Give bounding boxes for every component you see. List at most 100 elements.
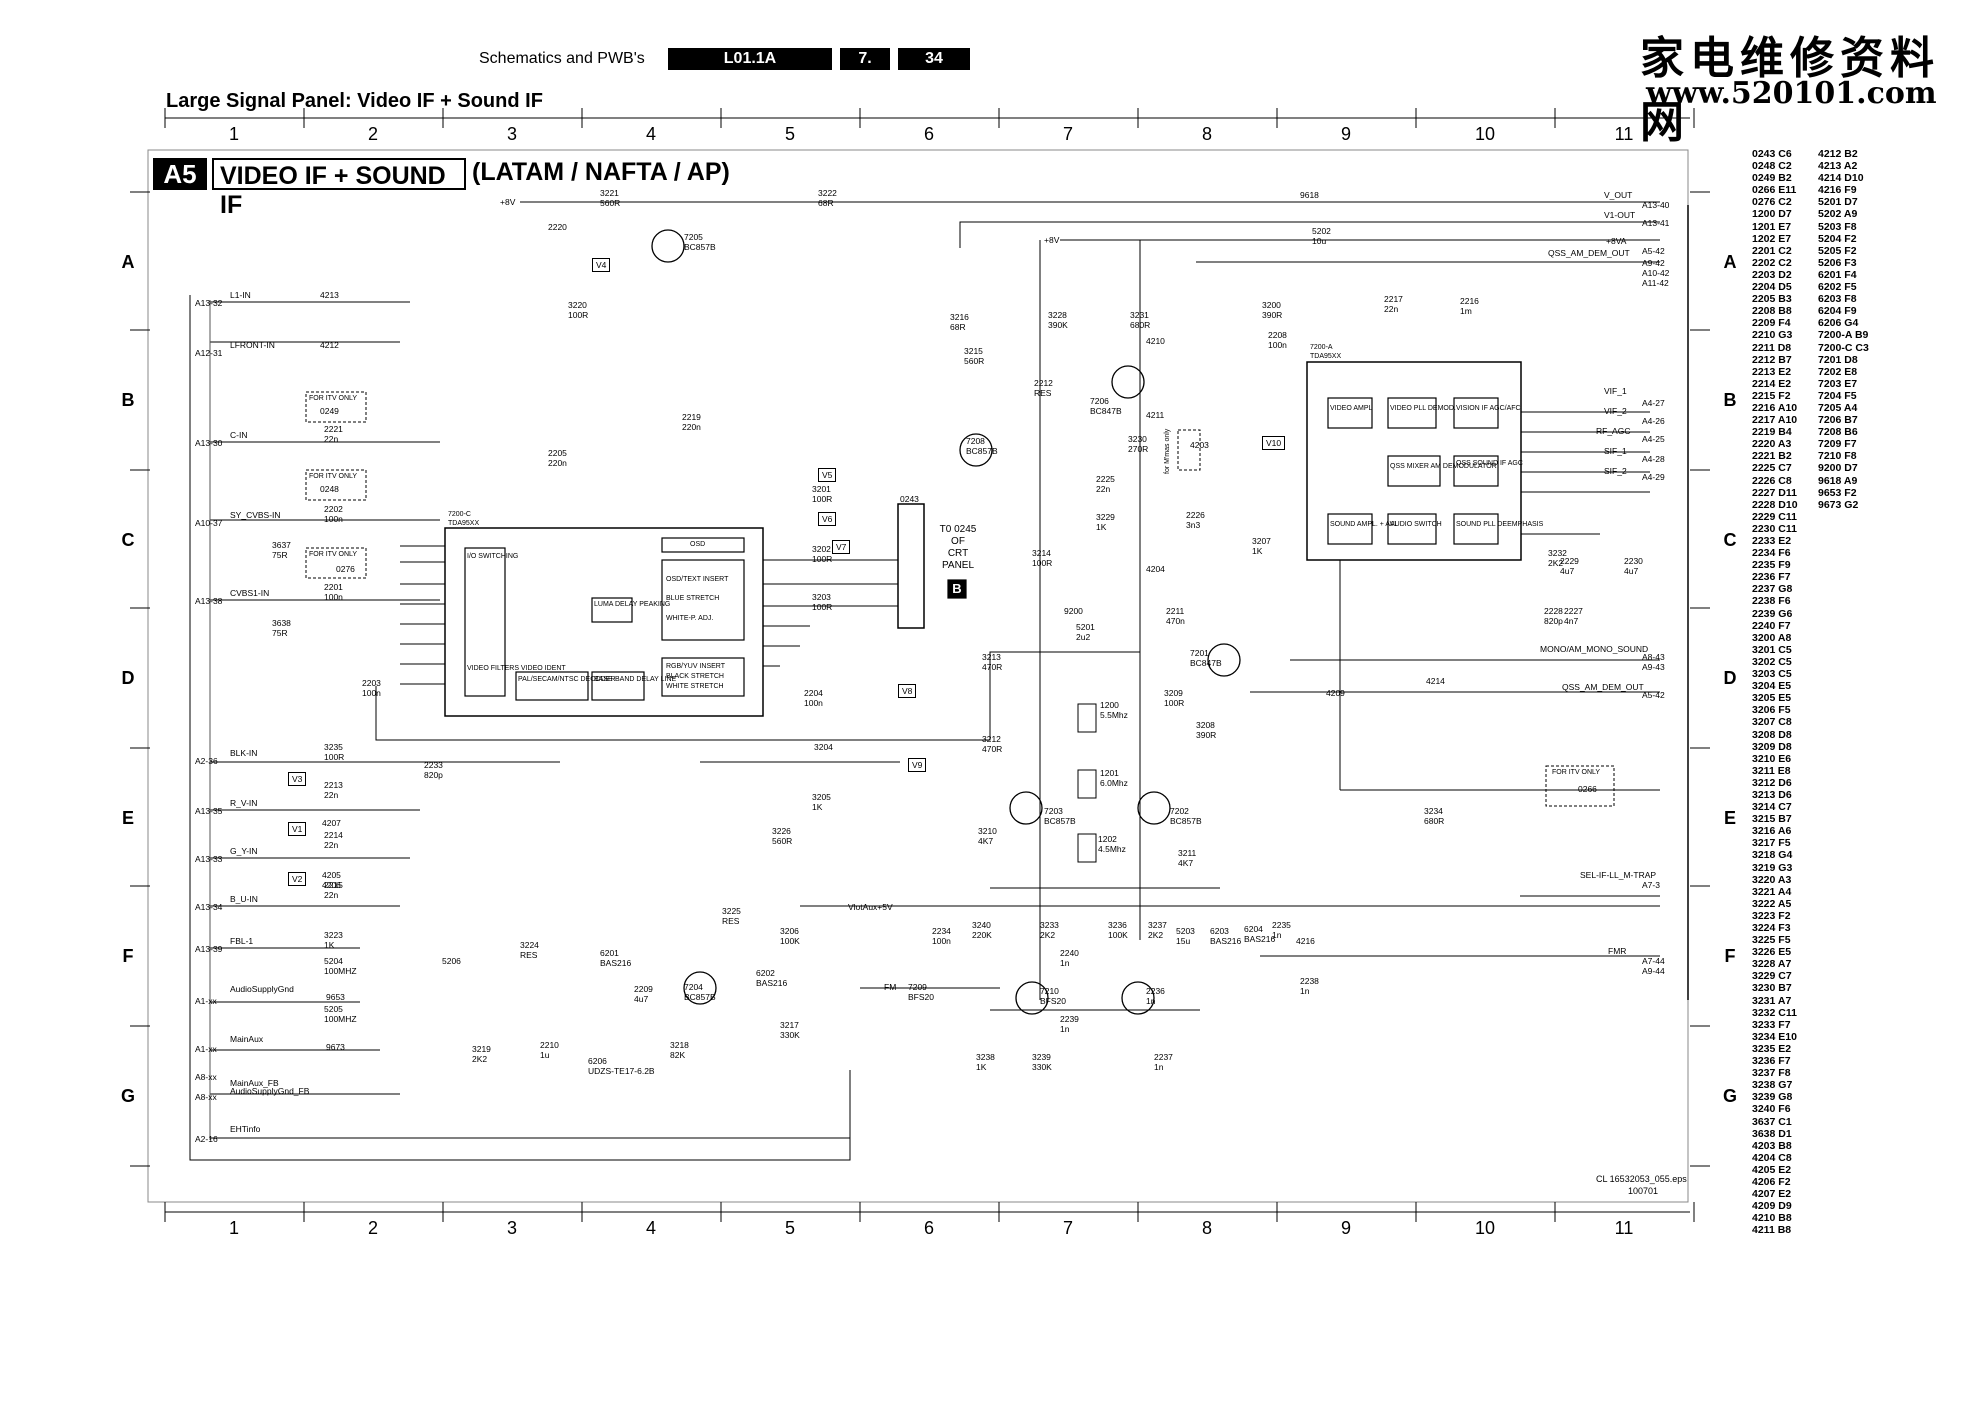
- row-letter-left: G: [120, 1086, 135, 1106]
- component-value: 5.5Mhz: [1100, 710, 1128, 720]
- index-entry: 4203 B8: [1752, 1139, 1792, 1152]
- index-entry: 2202 C2: [1752, 256, 1792, 269]
- index-entry: 2213 E2: [1752, 365, 1792, 378]
- component-value: BC857B: [966, 446, 998, 456]
- left-connector: A13-33: [195, 854, 223, 864]
- left-connector: A8-xx: [195, 1092, 217, 1102]
- component-value: 4n7: [1564, 616, 1579, 626]
- right-signal-label: V1-OUT: [1604, 210, 1636, 220]
- transistor-7201: [1207, 643, 1241, 677]
- row-letter-right: G: [1722, 1086, 1737, 1106]
- right-connector: A11-42: [1642, 278, 1669, 288]
- component-value: 2K2: [1148, 930, 1164, 940]
- index-entry: 3204 E5: [1752, 680, 1792, 693]
- index-entry: 3215 B7: [1752, 813, 1792, 826]
- component-ref: 4213: [320, 290, 339, 300]
- opt-box-4203: [1177, 429, 1201, 471]
- component-value: 100R: [812, 494, 833, 504]
- index-entry: 1202 E7: [1752, 232, 1792, 245]
- component-ref: 2238: [1300, 976, 1319, 986]
- component-ref: 3214: [1032, 548, 1051, 558]
- left-signal-label: FBL-1: [230, 936, 254, 946]
- index-entry: 3219 G3: [1752, 861, 1793, 874]
- left-connector: A13-39: [195, 944, 223, 954]
- component-value: 100n: [362, 688, 381, 698]
- component-ref: 4214: [1426, 676, 1445, 686]
- component-ref: 7210: [1040, 986, 1059, 996]
- component-ref: 4209: [1326, 688, 1345, 698]
- index-entry: 2235 F9: [1752, 559, 1791, 572]
- left-signal-label: SY_CVBS-IN: [230, 510, 281, 520]
- index-entry: 7203 E7: [1818, 377, 1858, 390]
- index-entry: 7208 B6: [1818, 426, 1858, 439]
- ic-main-block-osdtext: OSD/TEXT INSERT: [666, 576, 729, 583]
- index-entry: 6201 F4: [1818, 268, 1857, 281]
- right-signal-label: QSS_AM_DEM_OUT: [1548, 248, 1630, 258]
- row-letter-left: E: [121, 808, 134, 828]
- column-number-top: 2: [367, 124, 378, 144]
- index-entry: 6202 F5: [1818, 281, 1857, 294]
- component-value: 68R: [818, 198, 834, 208]
- component-ref: 2227: [1564, 606, 1583, 616]
- component-value: 1n: [1146, 996, 1156, 1006]
- index-entry: 2225 C7: [1752, 462, 1792, 475]
- component-value: BFS20: [1040, 996, 1066, 1006]
- row-letter-right: B: [1723, 390, 1737, 410]
- left-connector: A10-37: [195, 518, 223, 528]
- probe-v8: V8: [898, 684, 917, 698]
- component-ref: 1202: [1098, 834, 1117, 844]
- component-ref: 3218: [670, 1040, 689, 1050]
- component-ref: 3228: [1048, 310, 1067, 320]
- index-entry: 3213 D6: [1752, 788, 1792, 801]
- component-value: BC857B: [1170, 816, 1202, 826]
- component-value: BAS216: [600, 958, 632, 968]
- index-entry: 3638 D1: [1752, 1127, 1792, 1140]
- component-ref: 2235: [1272, 920, 1291, 930]
- right-connector: A10-42: [1642, 268, 1670, 278]
- index-entry: 4204 C8: [1752, 1151, 1792, 1164]
- crt-label: T0 0245 OF CRT PANEL: [938, 524, 978, 572]
- component-value: BAS216: [1244, 934, 1276, 944]
- component-ref: 9673: [326, 1042, 345, 1052]
- component-ref: 5202: [1312, 226, 1331, 236]
- component-ref: 3209: [1164, 688, 1183, 698]
- component-ref: 2213: [324, 780, 343, 790]
- probe-v7: V7: [832, 540, 851, 554]
- component-value: 100n: [324, 514, 343, 524]
- right-connector: A9-44: [1642, 966, 1665, 976]
- component-ref: 6201: [600, 948, 619, 958]
- component-ref: 2236: [1146, 986, 1165, 996]
- itv-ref-0248: 0248: [320, 484, 339, 494]
- filter-1200: [1077, 703, 1097, 733]
- index-entry: 3230 B7: [1752, 982, 1792, 995]
- ic-if-block-1: VIDEO PLL DEMOD.: [1390, 405, 1456, 412]
- component-ref: 5203: [1176, 926, 1195, 936]
- index-entry: 2209 F4: [1752, 317, 1791, 330]
- index-entry: 3229 C7: [1752, 970, 1792, 983]
- index-entry: 3221 A4: [1752, 885, 1792, 898]
- right-signal-label: RF_AGC: [1596, 426, 1631, 436]
- component-value: 560R: [772, 836, 793, 846]
- component-value: 100n: [1268, 340, 1287, 350]
- itv-label-0248: FOR ITV ONLY: [309, 473, 358, 480]
- index-entry: 7204 F5: [1818, 389, 1857, 402]
- component-value: 1u: [540, 1050, 550, 1060]
- index-entry: 3202 C5: [1752, 655, 1792, 668]
- index-entry: 3231 A7: [1752, 994, 1792, 1007]
- transistor-7205: [651, 229, 685, 263]
- right-signal-label: +8VA: [1606, 236, 1627, 246]
- ic-if-block-6: AUDIO SWITCH: [1390, 521, 1442, 528]
- index-entry: 2215 F2: [1752, 389, 1791, 402]
- transistor-7209: [1015, 981, 1049, 1015]
- component-ref: 3222: [818, 188, 837, 198]
- index-entry: 3222 A5: [1752, 897, 1792, 910]
- component-ref: 4203: [1190, 440, 1209, 450]
- component-ref: 3240: [972, 920, 991, 930]
- left-signal-label: CVBS1-IN: [230, 588, 270, 598]
- crt-label-1: T0 0245: [939, 524, 977, 535]
- footer-file: CL 16532053_055.eps: [1596, 1174, 1687, 1184]
- header-section: Schematics and PWB's: [479, 50, 645, 67]
- component-value: 100K: [1108, 930, 1128, 940]
- component-value: 330K: [1032, 1062, 1052, 1072]
